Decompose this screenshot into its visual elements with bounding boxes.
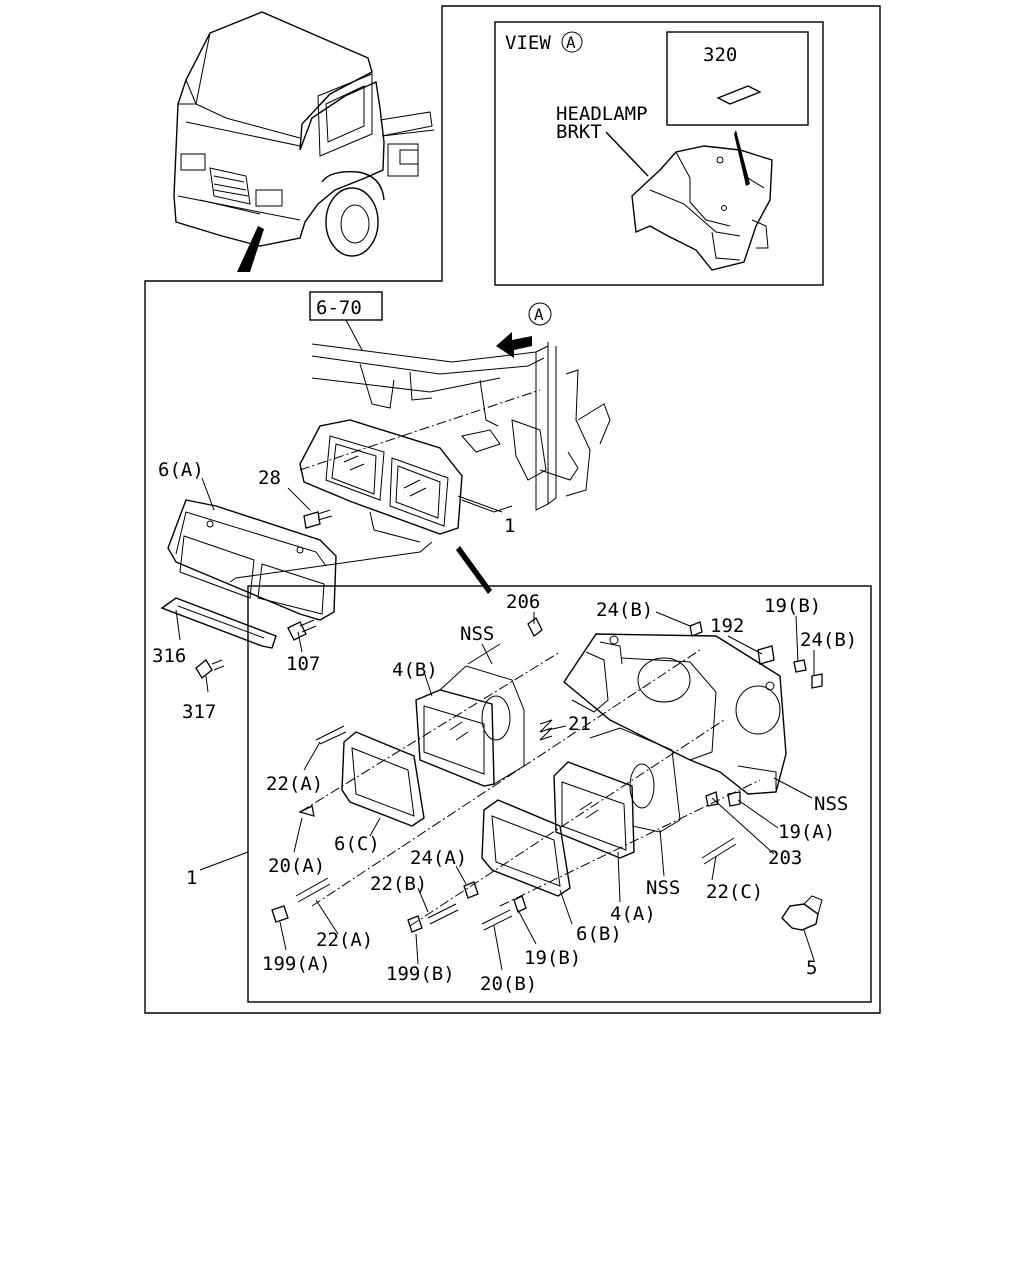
callout-199b: 199(B) [386, 963, 455, 985]
inset-part-number: 320 [703, 44, 737, 66]
callout-4b: 4(B) [392, 659, 438, 681]
callout-6b: 6(B) [576, 923, 622, 945]
callout-316: 316 [152, 645, 186, 667]
leader-lines [175, 477, 815, 971]
headlamp-label-line1: HEADLAMP [556, 103, 648, 125]
callout-22c: 22(C) [706, 881, 763, 903]
callout-24b-1: 24(B) [596, 599, 653, 621]
view-marker-letter: A [566, 33, 576, 52]
callout-20b: 20(B) [480, 973, 537, 995]
callout-labels: 6(A) 28 1 316 107 317 206 24(B) 192 19(B… [152, 459, 857, 995]
callout-6a: 6(A) [158, 459, 204, 481]
callout-20a: 20(A) [268, 855, 325, 877]
view-marker-circle [561, 31, 583, 53]
headlamp-label-line2: BRKT [556, 121, 602, 143]
callout-nss-2: NSS [814, 793, 848, 815]
callout-19a: 19(A) [778, 821, 835, 843]
callout-nss-3: NSS [646, 877, 680, 899]
callout-1-top: 1 [504, 515, 515, 537]
callout-22a-1: 22(A) [266, 773, 323, 795]
label-pad-shape [716, 85, 762, 105]
callout-24b-2: 24(B) [800, 629, 857, 651]
chassis-frame-area: 6-70 A [299, 291, 611, 511]
callout-199a: 199(A) [262, 953, 331, 975]
callout-22a-2: 22(A) [316, 929, 373, 951]
view-direction-arrow [496, 332, 532, 358]
ref-section-label: 6-70 [316, 297, 362, 319]
truck-illustration [173, 11, 435, 272]
callout-192: 192 [710, 615, 744, 637]
callout-21: 21 [568, 713, 591, 735]
diagram-frames [144, 5, 881, 1014]
view-ref-letter: A [534, 305, 544, 324]
callout-1-left: 1 [186, 867, 197, 889]
callout-28: 28 [258, 467, 281, 489]
lower-exploded-group [271, 617, 823, 933]
callout-19b-top: 19(B) [764, 595, 821, 617]
view-title: VIEW [505, 32, 551, 54]
callout-206: 206 [506, 591, 540, 613]
view-a-box: VIEW A 320 HEADLAMP BRKT [505, 31, 773, 271]
callout-6c: 6(C) [334, 833, 380, 855]
callout-24a: 24(A) [410, 847, 467, 869]
callout-5: 5 [806, 957, 817, 979]
upper-housing-group [160, 419, 513, 679]
callout-317: 317 [182, 701, 216, 723]
callout-nss-1: NSS [460, 623, 494, 645]
view-ref-circle [528, 302, 552, 326]
callout-203: 203 [768, 847, 802, 869]
bezel-6a-shape [167, 499, 337, 621]
callout-107: 107 [286, 653, 320, 675]
callout-22b: 22(B) [370, 873, 427, 895]
callout-4a: 4(A) [610, 903, 656, 925]
callout-19b-bot: 19(B) [524, 947, 581, 969]
